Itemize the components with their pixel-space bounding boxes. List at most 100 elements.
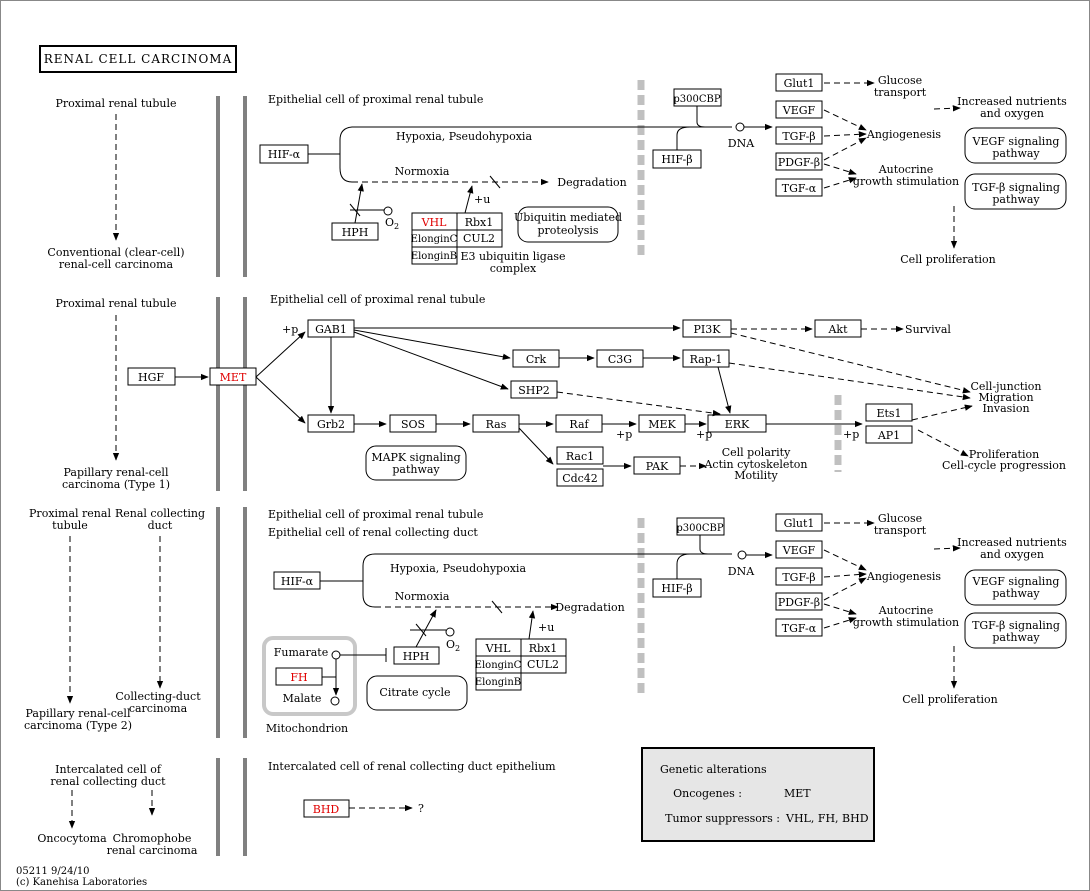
svg-text:carcinoma (Type 2): carcinoma (Type 2) (24, 719, 132, 732)
gene-ets1[interactable] (865, 403, 913, 422)
genetic-alterations-legend: Genetic alterations Oncogenes : MET Tumo… (641, 747, 875, 842)
gene-pdgf-beta[interactable] (775, 152, 823, 171)
svg-text:Rac1: Rac1 (566, 450, 594, 463)
svg-text:+p: +p (282, 323, 298, 336)
svg-text:Rap-1: Rap-1 (690, 353, 723, 366)
svg-text:+u: +u (474, 193, 490, 206)
gene-cul2[interactable] (456, 229, 503, 248)
svg-text:transport: transport (874, 524, 927, 537)
svg-text:pathway: pathway (392, 463, 440, 476)
gene-tgf-beta[interactable] (775, 126, 823, 145)
svg-text:Ets1: Ets1 (876, 407, 901, 420)
gene-glut1-2[interactable] (775, 513, 823, 532)
svg-text:VEGF: VEGF (782, 544, 816, 557)
gene-vegf[interactable] (775, 100, 823, 119)
svg-text:carcinoma (Type 1): carcinoma (Type 1) (62, 478, 170, 491)
svg-text:+u: +u (538, 621, 554, 634)
svg-text:2: 2 (455, 644, 460, 653)
citrate-cycle-link[interactable] (366, 675, 468, 711)
svg-text:Cell proliferation: Cell proliferation (902, 693, 997, 706)
svg-text:MEK: MEK (648, 418, 676, 431)
gene-elonginb[interactable] (411, 246, 458, 265)
svg-text:renal-cell carcinoma: renal-cell carcinoma (59, 258, 174, 271)
svg-text:Autocrine: Autocrine (878, 604, 934, 617)
svg-text:MAPK signaling: MAPK signaling (371, 451, 460, 464)
gene-glut1[interactable] (775, 73, 823, 92)
svg-text:TGF-β signaling: TGF-β signaling (972, 619, 1060, 632)
left-column: Proximal renal tubule Conventional (clea… (24, 97, 205, 857)
svg-text:pathway: pathway (992, 147, 1040, 160)
svg-text:Proximal renal tubule: Proximal renal tubule (55, 297, 176, 310)
svg-text:Proximal renal tubule: Proximal renal tubule (55, 97, 176, 110)
svg-text:PDGF-β: PDGF-β (778, 156, 820, 169)
svg-text:SOS: SOS (401, 418, 425, 431)
svg-text:HIF-α: HIF-α (281, 575, 314, 588)
svg-text:HIF-α: HIF-α (268, 148, 301, 161)
gene-tgf-beta-2[interactable] (775, 567, 823, 586)
svg-text:CUL2: CUL2 (527, 658, 559, 671)
svg-text:Chromophobe: Chromophobe (113, 832, 192, 845)
svg-text:O: O (446, 638, 455, 651)
gene-shp2[interactable] (510, 380, 558, 399)
svg-text:tubule: tubule (52, 519, 88, 532)
svg-text:Crk: Crk (526, 353, 547, 366)
svg-text:Cell proliferation: Cell proliferation (900, 253, 995, 266)
svg-text:DNA: DNA (728, 137, 755, 150)
gene-cdc42[interactable] (556, 468, 604, 487)
section-1-vhl-pathway: Epithelial cell of proximal renal tubule… (259, 73, 1067, 275)
svg-text:Cell-cycle progression: Cell-cycle progression (942, 459, 1066, 472)
svg-text:PI3K: PI3K (694, 323, 722, 336)
svg-text:PAK: PAK (646, 460, 669, 473)
gene-pdgf-beta-2[interactable] (775, 592, 823, 611)
svg-text:Ras: Ras (486, 418, 507, 431)
svg-text:Hypoxia, Pseudohypoxia: Hypoxia, Pseudohypoxia (396, 130, 532, 143)
gene-cul2-2[interactable] (520, 655, 567, 674)
svg-text:MET: MET (784, 787, 811, 800)
svg-text:Papillary renal-cell: Papillary renal-cell (26, 707, 131, 720)
mapk-pathway-link[interactable] (365, 445, 467, 481)
gene-ap1[interactable] (865, 425, 913, 444)
svg-text:VHL: VHL (421, 216, 448, 229)
svg-text:SHP2: SHP2 (518, 384, 550, 397)
gene-tgf-alpha-2[interactable] (775, 618, 823, 637)
svg-text:Intercalated cell of: Intercalated cell of (55, 763, 162, 776)
svg-text:ElonginB: ElonginB (411, 251, 457, 262)
svg-text:Glut1: Glut1 (784, 77, 815, 90)
svg-text:Increased nutrients: Increased nutrients (957, 536, 1067, 549)
gene-rac1[interactable] (556, 446, 604, 465)
svg-text:carcinoma: carcinoma (129, 702, 188, 715)
svg-text:Epithelial cell of proximal re: Epithelial cell of proximal renal tubule (268, 508, 483, 521)
tgf-pathway-link-2[interactable] (964, 612, 1067, 649)
svg-text:VHL, FH, BHD: VHL, FH, BHD (785, 812, 869, 825)
separator-bars (216, 96, 247, 856)
gene-elonginb-2[interactable] (475, 672, 522, 691)
gene-rap1[interactable] (682, 349, 730, 368)
svg-text:pathway: pathway (992, 587, 1040, 600)
vegf-pathway-link-2[interactable] (964, 569, 1067, 606)
svg-text:Increased nutrients: Increased nutrients (957, 95, 1067, 108)
vegf-pathway-link-1[interactable] (964, 127, 1067, 164)
svg-text:2: 2 (394, 222, 399, 231)
svg-text:O: O (385, 216, 394, 229)
svg-text:HPH: HPH (342, 226, 369, 239)
ubiquitin-pathway-link[interactable] (517, 206, 619, 243)
svg-text:Rbx1: Rbx1 (529, 642, 558, 655)
svg-text:HIF-β: HIF-β (661, 153, 692, 166)
tgf-pathway-link-1[interactable] (964, 173, 1067, 210)
svg-text:DNA: DNA (728, 565, 755, 578)
svg-text:Conventional (clear-cell): Conventional (clear-cell) (47, 246, 184, 259)
svg-text:Rbx1: Rbx1 (465, 216, 494, 229)
svg-text:TGF-α: TGF-α (782, 182, 817, 195)
gene-vegf-2[interactable] (775, 540, 823, 559)
svg-text:Actin cytoskeleton: Actin cytoskeleton (703, 458, 807, 471)
svg-text:proteolysis: proteolysis (537, 224, 598, 237)
gene-tgf-alpha[interactable] (775, 178, 823, 197)
svg-text:Fumarate: Fumarate (274, 646, 328, 659)
svg-text:TGF-β signaling: TGF-β signaling (972, 181, 1060, 194)
svg-text:Epithelial cell of renal colle: Epithelial cell of renal collecting duct (268, 526, 478, 539)
svg-text:Intercalated cell of renal col: Intercalated cell of renal collecting du… (268, 760, 556, 773)
svg-text:pathway: pathway (992, 631, 1040, 644)
svg-text:Akt: Akt (827, 323, 848, 336)
svg-text:Degradation: Degradation (555, 601, 624, 614)
